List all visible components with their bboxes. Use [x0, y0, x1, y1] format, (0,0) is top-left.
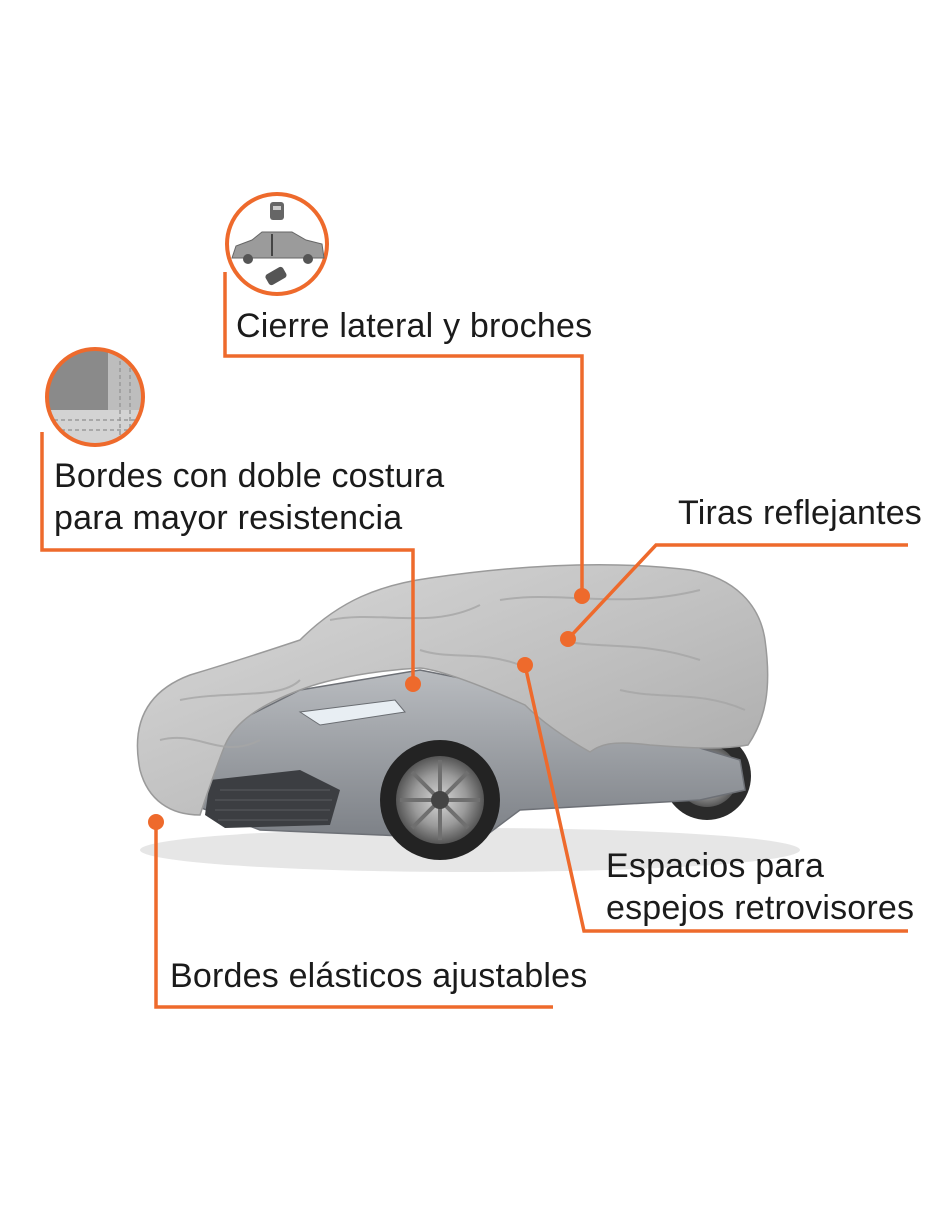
mirrors-line1: Espacios para	[606, 847, 825, 885]
mirrors-dot	[517, 657, 533, 673]
reflective-dot	[560, 631, 576, 647]
front-wheel	[380, 740, 500, 860]
reflective-leader	[566, 543, 908, 641]
mirrors-leader	[523, 664, 908, 933]
covered-suv-image	[136, 563, 800, 872]
zipper-dot	[574, 588, 590, 604]
mirrors-label: Espacios para espejos retrovisores	[606, 845, 914, 929]
elastic-label: Bordes elásticos ajustables	[170, 957, 588, 995]
double-stitch-label: Bordes con doble costura para mayor resi…	[54, 455, 444, 539]
car-cover-fabric	[136, 563, 769, 816]
double-stitch-icon	[45, 347, 145, 447]
double-stitch-line1: Bordes con doble costura	[54, 457, 445, 495]
leader-lines	[40, 272, 908, 1009]
zipper-leader	[223, 272, 584, 596]
double-stitch-line2: para mayor resistencia	[54, 499, 403, 537]
mirrors-line2: espejos retrovisores	[606, 889, 915, 927]
elastic-dot	[148, 814, 164, 830]
elastic-leader	[154, 822, 553, 1009]
zipper-label: Cierre lateral y broches	[236, 307, 593, 345]
car-grille	[205, 770, 340, 828]
car-headlight	[298, 699, 406, 726]
car-zipper-icon	[225, 192, 329, 296]
double-stitch-leader	[40, 432, 415, 684]
reflective-label: Tiras reflejantes	[678, 494, 923, 532]
double-stitch-dot	[405, 676, 421, 692]
